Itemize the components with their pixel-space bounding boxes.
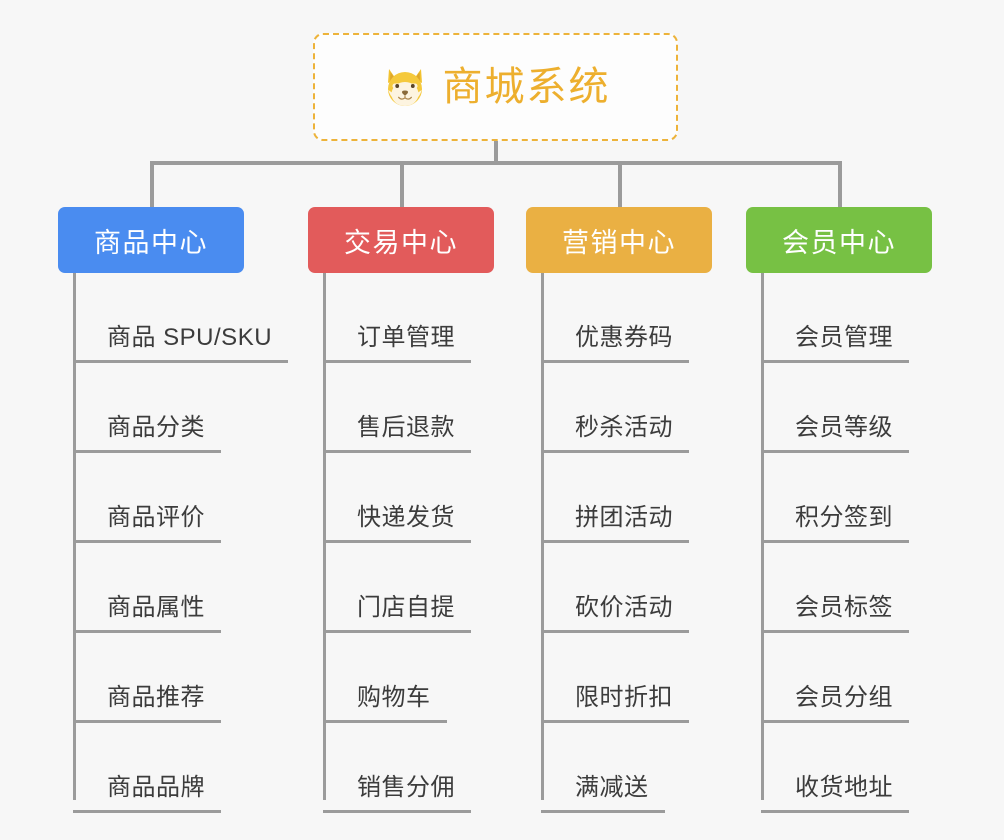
leaf-label: 收货地址 (761, 774, 909, 813)
list-item[interactable]: 订单管理 (323, 273, 494, 363)
list-item[interactable]: 门店自提 (323, 543, 494, 633)
leaf-label: 快递发货 (323, 504, 471, 543)
leaf-label: 商品分类 (73, 414, 221, 453)
list-item[interactable]: 会员等级 (761, 363, 932, 453)
category-header-2[interactable]: 交易中心 (308, 207, 494, 273)
leaf-label: 购物车 (323, 684, 447, 723)
leaf-spine-4 (761, 273, 764, 800)
leaf-label: 门店自提 (323, 594, 471, 633)
list-item[interactable]: 商品分类 (73, 363, 244, 453)
category-header-label: 会员中心 (782, 227, 896, 258)
list-item[interactable]: 快递发货 (323, 453, 494, 543)
leaf-label: 商品品牌 (73, 774, 221, 813)
root-title: 商城系统 (442, 65, 611, 109)
category-header-3[interactable]: 营销中心 (526, 207, 712, 273)
list-item[interactable]: 拼团活动 (541, 453, 712, 543)
leaf-label: 拼团活动 (541, 504, 689, 543)
root-node[interactable]: 商城系统 (313, 33, 678, 141)
shiba-dog-face-icon (381, 63, 429, 111)
leaf-spine-3 (541, 273, 544, 800)
leaf-list-1: 商品 SPU/SKU 商品分类 商品评价 商品属性 商品推荐 商品品牌 (73, 273, 289, 813)
leaf-label: 会员管理 (761, 324, 909, 363)
leaf-label: 会员等级 (761, 414, 909, 453)
category-header-1[interactable]: 商品中心 (58, 207, 244, 273)
leaf-label: 商品属性 (73, 594, 221, 633)
leaf-label: 销售分佣 (323, 774, 471, 813)
list-item[interactable]: 会员管理 (761, 273, 932, 363)
leaf-spine-2 (323, 273, 326, 800)
leaf-label: 积分签到 (761, 504, 909, 543)
leaf-list-3: 优惠券码 秒杀活动 拼团活动 砍价活动 限时折扣 满减送 (541, 273, 712, 813)
connector-drop-1 (150, 161, 154, 209)
list-item[interactable]: 商品属性 (73, 543, 244, 633)
connector-root-stub (494, 141, 498, 163)
connector-drop-3 (618, 161, 622, 209)
leaf-spine-1 (73, 273, 76, 800)
list-item[interactable]: 会员标签 (761, 543, 932, 633)
list-item[interactable]: 收货地址 (761, 723, 932, 813)
category-header-label: 交易中心 (344, 227, 458, 258)
list-item[interactable]: 销售分佣 (323, 723, 494, 813)
category-column-4: 会员中心 会员管理 会员等级 积分签到 会员标签 会员分组 收货地址 (746, 207, 932, 813)
leaf-label: 售后退款 (323, 414, 471, 453)
list-item[interactable]: 砍价活动 (541, 543, 712, 633)
list-item[interactable]: 商品评价 (73, 453, 244, 543)
list-item[interactable]: 商品 SPU/SKU (73, 273, 289, 363)
category-column-2: 交易中心 订单管理 售后退款 快递发货 门店自提 购物车 销售分佣 (308, 207, 494, 813)
category-column-3: 营销中心 优惠券码 秒杀活动 拼团活动 砍价活动 限时折扣 满减送 (526, 207, 712, 813)
category-header-4[interactable]: 会员中心 (746, 207, 932, 273)
list-item[interactable]: 满减送 (541, 723, 712, 813)
leaf-label: 商品推荐 (73, 684, 221, 723)
leaf-list-4: 会员管理 会员等级 积分签到 会员标签 会员分组 收货地址 (761, 273, 932, 813)
category-header-label: 营销中心 (562, 227, 676, 258)
leaf-list-2: 订单管理 售后退款 快递发货 门店自提 购物车 销售分佣 (323, 273, 494, 813)
leaf-label: 限时折扣 (541, 684, 689, 723)
leaf-label: 会员标签 (761, 594, 909, 633)
leaf-label: 订单管理 (323, 324, 471, 363)
list-item[interactable]: 限时折扣 (541, 633, 712, 723)
list-item[interactable]: 会员分组 (761, 633, 932, 723)
list-item[interactable]: 商品推荐 (73, 633, 244, 723)
list-item[interactable]: 优惠券码 (541, 273, 712, 363)
connector-horizontal-bus (150, 161, 840, 165)
connector-drop-2 (400, 161, 404, 209)
list-item[interactable]: 积分签到 (761, 453, 932, 543)
category-header-label: 商品中心 (94, 227, 208, 258)
list-item[interactable]: 秒杀活动 (541, 363, 712, 453)
leaf-label: 满减送 (541, 774, 665, 813)
list-item[interactable]: 售后退款 (323, 363, 494, 453)
leaf-label: 砍价活动 (541, 594, 689, 633)
leaf-label: 商品 SPU/SKU (73, 324, 289, 363)
leaf-label: 秒杀活动 (541, 414, 689, 453)
list-item[interactable]: 购物车 (323, 633, 494, 723)
connector-drop-4 (838, 161, 842, 209)
list-item[interactable]: 商品品牌 (73, 723, 244, 813)
leaf-label: 优惠券码 (541, 324, 689, 363)
leaf-label: 会员分组 (761, 684, 909, 723)
category-column-1: 商品中心 商品 SPU/SKU 商品分类 商品评价 商品属性 商品推荐 商品品牌 (58, 207, 289, 813)
leaf-label: 商品评价 (73, 504, 221, 543)
